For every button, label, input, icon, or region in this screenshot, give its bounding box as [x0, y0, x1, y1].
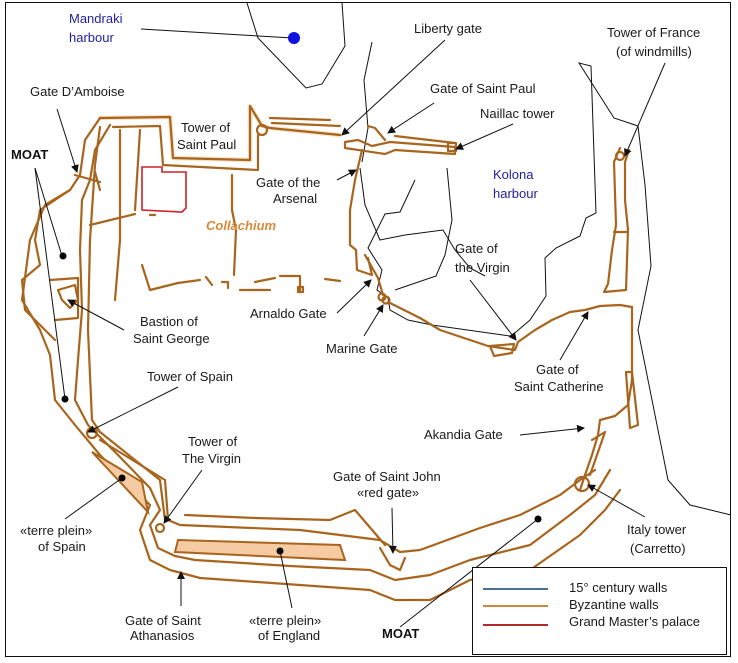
- legend-swatch-orange: [483, 605, 548, 607]
- terre-plein-spain-label: «terre plein»: [20, 523, 92, 538]
- marine-gate-label: Marine Gate: [326, 341, 398, 356]
- italy-tower-label-2: (Carretto): [630, 541, 686, 556]
- moat-label-south: MOAT: [382, 626, 419, 641]
- collachium-label: Collachium: [206, 218, 277, 233]
- bastion-saint-george-label-2: Saint George: [133, 331, 210, 346]
- bastion-saint-george-label: Bastion of: [140, 314, 198, 329]
- naillac-tower-label: Naillac tower: [480, 106, 555, 121]
- italy-tower-label: Italy tower: [627, 522, 687, 537]
- legend-swatch-red: [483, 624, 548, 626]
- terre-plein-england-label: «terre plein»: [249, 613, 321, 628]
- tower-of-spain-label: Tower of Spain: [147, 369, 233, 384]
- tower-of-the-virgin-label: Tower of: [188, 434, 238, 449]
- terre-plein-spain-label-2: of Spain: [38, 539, 86, 554]
- tower-of-saint-paul-label-2: Saint Paul: [177, 137, 236, 152]
- legend: 15° century walls Byzantine walls Grand …: [472, 567, 727, 655]
- legend-item-15th-century-walls: 15° century walls: [473, 580, 726, 597]
- gate-of-saint-athanasios-label-2: Athanasios: [130, 628, 195, 643]
- legend-swatch-blue: [483, 588, 548, 590]
- gate-of-saint-catherine-label: Gate of: [536, 362, 579, 377]
- tower-of-france-label: Tower of France: [607, 25, 700, 40]
- legend-label: Grand Master’s palace: [569, 614, 701, 629]
- terre-plein-england-label-2: of England: [258, 628, 320, 643]
- legend-label: Byzantine walls: [569, 597, 659, 612]
- fortification-walls: [20, 103, 640, 602]
- map-labels: Mandraki harbour Liberty gate Tower of F…: [11, 11, 700, 643]
- gate-of-arsenal-label-2: Arsenal: [273, 191, 317, 206]
- gate-of-saint-john-label-2: «red gate»: [357, 485, 419, 500]
- legend-item-byzantine-walls: Byzantine walls: [473, 597, 726, 614]
- arnaldo-gate-label: Arnaldo Gate: [250, 306, 327, 321]
- legend-label: 15° century walls: [569, 580, 668, 595]
- kolona-harbour-label-2: harbour: [493, 186, 538, 201]
- gate-of-the-virgin-label-2: the Virgin: [455, 260, 510, 275]
- gate-of-saint-athanasios-label: Gate of Saint: [125, 613, 201, 628]
- gate-damboise-label: Gate D’Amboise: [30, 84, 125, 99]
- mandraki-harbour-label: Mandraki: [69, 11, 123, 26]
- gate-of-saint-john-label: Gate of Saint John: [333, 469, 441, 484]
- akandia-gate-label: Akandia Gate: [424, 427, 503, 442]
- legend-item-grand-masters-palace: Grand Master’s palace: [473, 614, 726, 631]
- grand-masters-palace: [141, 166, 187, 213]
- tower-of-saint-paul-label: Tower of: [181, 120, 231, 135]
- kolona-harbour-label: Kolona: [493, 167, 534, 182]
- gate-of-the-virgin-label: Gate of: [455, 241, 498, 256]
- leader-lines: [34, 39, 666, 628]
- mandraki-harbour-marker: [140, 28, 300, 44]
- gate-of-saint-paul-label: Gate of Saint Paul: [430, 81, 536, 96]
- tower-of-the-virgin-label-2: The Virgin: [182, 451, 241, 466]
- tower-of-france-label-2: (of windmills): [616, 44, 692, 59]
- gate-of-arsenal-label: Gate of the: [256, 175, 320, 190]
- moat-markers: [59, 252, 542, 555]
- liberty-gate-label: Liberty gate: [414, 21, 482, 36]
- gate-of-saint-catherine-label-2: Saint Catherine: [514, 379, 604, 394]
- moat-label-west: MOAT: [11, 147, 48, 162]
- mandraki-harbour-label-2: harbour: [69, 30, 114, 45]
